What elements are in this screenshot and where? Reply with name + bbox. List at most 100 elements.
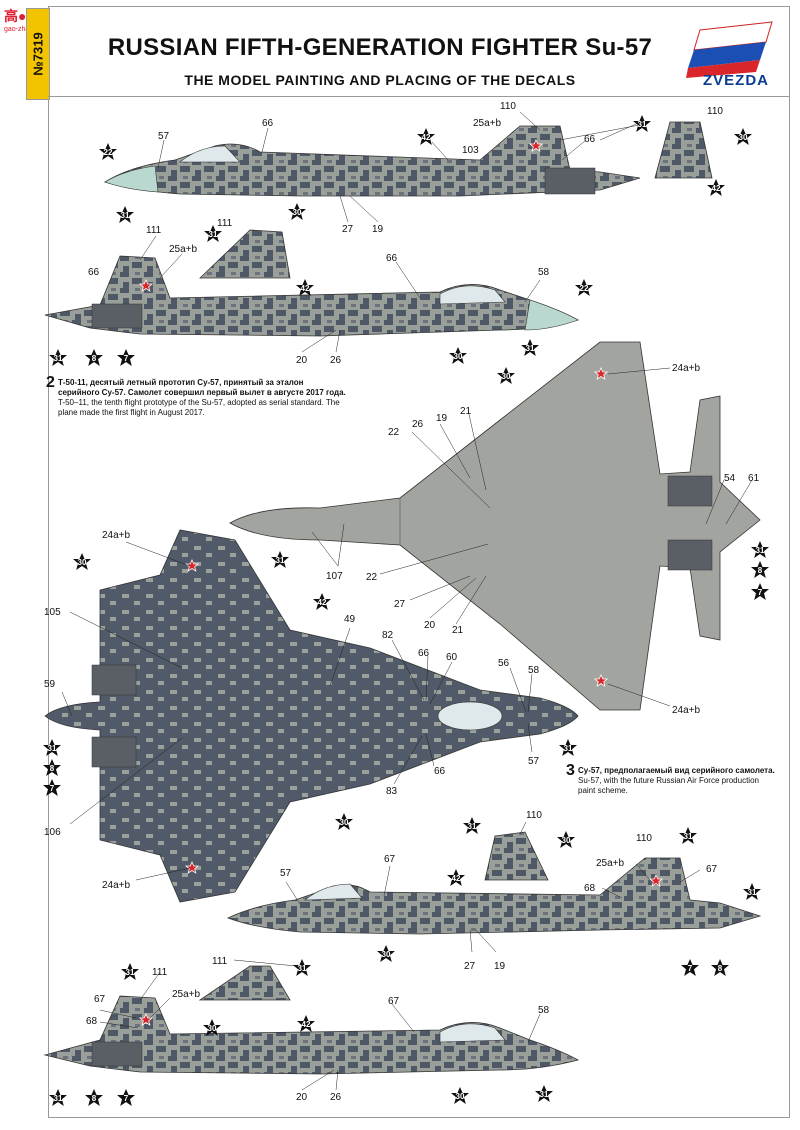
label-24ab: 24a+b: [102, 880, 131, 891]
label-57: 57: [158, 131, 170, 142]
side-view-4: [43, 995, 580, 1075]
svg-text:30: 30: [208, 1024, 217, 1033]
svg-text:42: 42: [422, 133, 431, 142]
badge-30: 30: [497, 367, 515, 384]
brand-name: ZVEZDA: [703, 72, 769, 89]
label-66: 66: [434, 766, 446, 777]
svg-text:31: 31: [756, 546, 765, 555]
svg-text:8: 8: [758, 566, 763, 575]
label-20: 20: [296, 355, 308, 366]
svg-text:30: 30: [293, 208, 302, 217]
page-subtitle: THE MODEL PAINTING AND PLACING OF THE DE…: [184, 72, 576, 88]
label-67: 67: [388, 996, 400, 1007]
svg-text:31: 31: [48, 744, 57, 753]
side-view-1: [104, 125, 641, 197]
badge-30: 30: [288, 203, 306, 220]
badge-31: 31: [121, 963, 139, 980]
label-19: 19: [494, 961, 506, 972]
scheme-3-caption: 3 Су-57, предполагаемый вид серийного са…: [566, 762, 776, 796]
label-56: 56: [498, 658, 510, 669]
label-26: 26: [330, 1092, 342, 1103]
label-57: 57: [528, 756, 540, 767]
svg-text:31: 31: [540, 1090, 549, 1099]
svg-text:7: 7: [124, 354, 129, 363]
label-27: 27: [342, 224, 354, 235]
badge-42: 42: [297, 1015, 315, 1032]
svg-text:30: 30: [78, 558, 87, 567]
label-68: 68: [86, 1016, 98, 1027]
badge-31: 31: [271, 551, 289, 568]
badge-42: 42: [417, 128, 435, 145]
svg-text:30: 30: [340, 818, 349, 827]
label-21: 21: [452, 625, 464, 636]
label-20: 20: [296, 1092, 308, 1103]
svg-text:31: 31: [638, 120, 647, 129]
badge-30: 30: [557, 831, 575, 848]
badge-31: 31: [743, 883, 761, 900]
badge-30: 30: [451, 1087, 469, 1104]
badge-8: 8: [85, 349, 103, 366]
svg-text:31: 31: [54, 354, 63, 363]
badge-8: 8: [85, 1089, 103, 1106]
svg-text:7: 7: [50, 784, 55, 793]
label-20: 20: [424, 620, 436, 631]
badge-42: 42: [296, 279, 314, 296]
svg-text:30: 30: [502, 372, 511, 381]
label-26: 26: [412, 419, 424, 430]
svg-text:42: 42: [302, 1020, 311, 1029]
svg-text:42: 42: [712, 184, 721, 193]
tail-detail-2: [199, 229, 291, 279]
badge-31: 31: [116, 206, 134, 223]
label-67: 67: [94, 994, 106, 1005]
badge-31: 31: [679, 827, 697, 844]
badge-8: 8: [751, 561, 769, 578]
badge-8: 8: [43, 759, 61, 776]
label-66: 66: [418, 648, 430, 659]
svg-text:22: 22: [104, 148, 113, 157]
catalog-number-tab: №7319: [26, 8, 50, 100]
page-title: RUSSIAN FIFTH-GENERATION FIGHTER Su-57: [107, 34, 653, 61]
badge-22: 22: [575, 279, 593, 296]
badge-31: 31: [521, 339, 539, 356]
label-67: 67: [384, 854, 396, 865]
label-60: 60: [446, 652, 458, 663]
svg-text:31: 31: [564, 744, 573, 753]
svg-text:30: 30: [739, 133, 748, 142]
label-107: 107: [326, 571, 343, 582]
svg-text:31: 31: [468, 822, 477, 831]
badge-7: 7: [751, 583, 769, 600]
svg-text:8: 8: [718, 964, 723, 973]
label-54: 54: [724, 473, 736, 484]
svg-text:31: 31: [526, 344, 535, 353]
svg-text:8: 8: [92, 1094, 97, 1103]
side-view-2: [44, 255, 580, 337]
label-58: 58: [528, 665, 540, 676]
scheme-3-ru: Су-57, предполагаемый вид серийного само…: [578, 766, 775, 775]
scheme-3-en: Su-57, with the future Russian Air Force…: [578, 776, 759, 795]
svg-text:31: 31: [121, 211, 130, 220]
badge-31: 31: [559, 739, 577, 756]
label-24ab: 24a+b: [102, 530, 131, 541]
label-19: 19: [372, 224, 384, 235]
label-110: 110: [526, 810, 542, 821]
header-divider: [48, 96, 790, 97]
label-111: 111: [212, 956, 228, 967]
label-111: 111: [152, 967, 168, 978]
label-25ab: 25a+b: [169, 244, 198, 255]
label-111: 111: [217, 218, 233, 229]
label-22: 22: [388, 427, 400, 438]
page-frame: [48, 6, 790, 1118]
label-22: 22: [366, 572, 378, 583]
scheme-3-number: 3: [566, 762, 575, 779]
badge-31: 31: [49, 1089, 67, 1106]
svg-text:31: 31: [276, 556, 285, 565]
badge-30: 30: [734, 128, 752, 145]
label-26: 26: [330, 355, 342, 366]
svg-text:42: 42: [301, 284, 310, 293]
badge-42: 42: [447, 869, 465, 886]
scheme-2-caption: 2 Т-50-11, десятый летный прототип Су-57…: [46, 375, 346, 418]
label-66: 66: [262, 118, 274, 129]
label-58: 58: [538, 267, 550, 278]
badge-31: 31: [633, 115, 651, 132]
svg-text:22: 22: [580, 284, 589, 293]
